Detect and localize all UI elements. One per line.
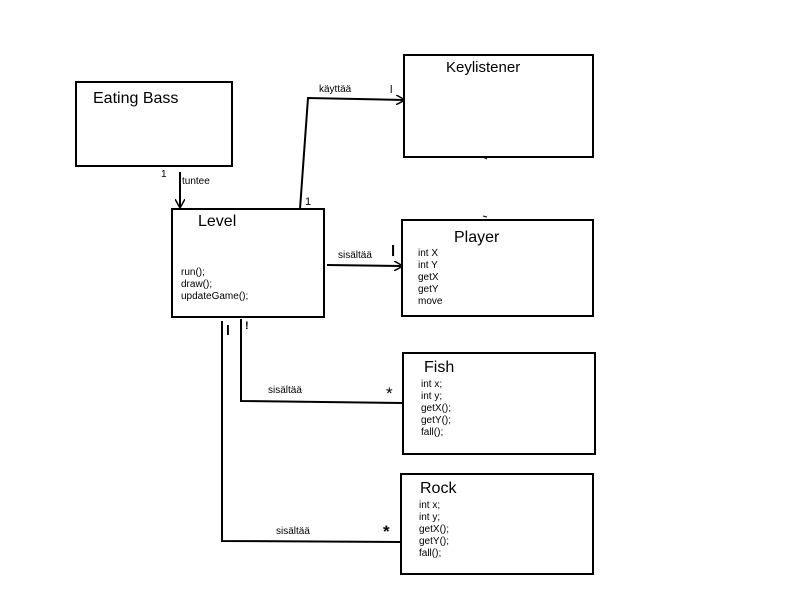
class-player-members: int X int Y getX getY move	[418, 248, 442, 308]
mult-rock-source: l	[226, 322, 230, 338]
mult-keylistener-target: l	[390, 84, 393, 96]
member: getX();	[419, 524, 450, 535]
member: move	[418, 296, 443, 307]
member: getY();	[419, 536, 450, 547]
class-level-name: Level	[198, 213, 237, 230]
class-eating-bass[interactable]: Eating Bass	[75, 81, 233, 167]
class-player-name: Player	[454, 229, 500, 246]
class-rock[interactable]: Rock int x; int y; getX(); getY(); fall(…	[400, 473, 594, 575]
mult-keylistener-source: 1	[305, 196, 312, 208]
member: getX	[418, 272, 439, 283]
member: int y;	[419, 512, 441, 523]
member: int y;	[421, 391, 443, 402]
class-level[interactable]: Level run(); draw(); updateGame();	[171, 208, 325, 318]
member: updateGame();	[181, 291, 249, 302]
edge-label-sisaltaa-player: sisältää	[338, 250, 372, 261]
class-rock-members: int x; int y; getX(); getY(); fall();	[419, 500, 449, 560]
class-fish-name: Fish	[424, 359, 455, 376]
member: getY();	[421, 415, 452, 426]
class-keylistener-name: Keylistener	[446, 59, 521, 76]
edge-label-sisaltaa-rock: sisältää	[276, 526, 310, 537]
member: int Y	[418, 260, 438, 271]
member: getY	[418, 284, 439, 295]
mult-fish-source: !	[245, 320, 249, 332]
edge-label-tuntee: tuntee	[182, 176, 210, 187]
edge-level-rock	[221, 321, 402, 543]
mult-bass-source: 1	[161, 169, 167, 180]
member: run();	[181, 267, 205, 278]
mult-fish-target: *	[386, 384, 393, 403]
member: fall();	[421, 427, 444, 438]
class-fish-members: int x; int y; getX(); getY(); fall();	[421, 379, 451, 439]
class-player[interactable]: Player int X int Y getX getY move	[401, 219, 594, 317]
member: int X	[418, 248, 439, 259]
edge-label-kayttaa: käyttää	[319, 84, 352, 95]
class-keylistener[interactable]: Keylistener	[403, 54, 594, 158]
member: fall();	[419, 548, 442, 559]
mult-player-target: l	[391, 243, 396, 260]
edge-label-sisaltaa-fish: sisältää	[268, 385, 302, 396]
edge-level-fish	[240, 319, 403, 404]
class-rock-name: Rock	[420, 480, 457, 497]
mult-rock-target: *	[383, 522, 390, 541]
edge-level-player	[326, 265, 402, 266]
member: int x;	[419, 500, 441, 511]
class-fish[interactable]: Fish int x; int y; getX(); getY(); fall(…	[402, 352, 596, 455]
class-eating-bass-name: Eating Bass	[93, 90, 179, 107]
member: getX();	[421, 403, 452, 414]
edge-level-keylistener	[299, 98, 404, 210]
tick-player	[482, 215, 488, 218]
class-level-members: run(); draw(); updateGame();	[181, 267, 248, 303]
member: draw();	[181, 279, 213, 290]
member: int x;	[421, 379, 443, 390]
